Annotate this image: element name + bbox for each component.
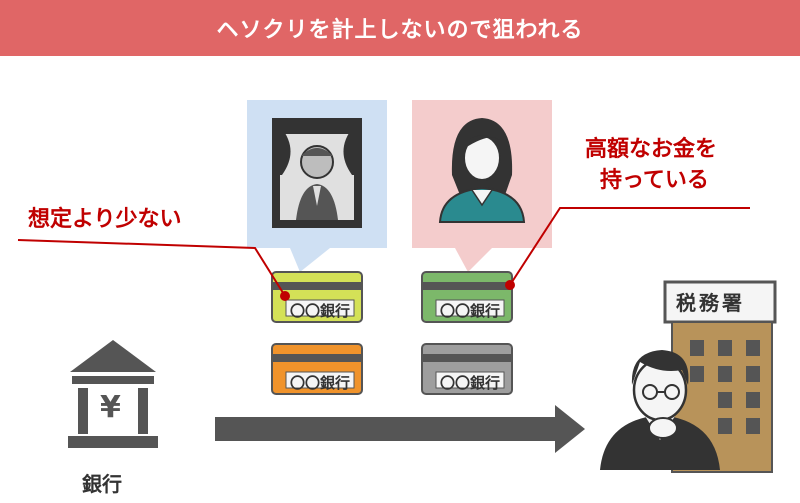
bank-card-orange xyxy=(271,343,363,395)
card-label-orange: 〇〇銀行 xyxy=(290,374,351,392)
callout-right-line1: 高額なお金を xyxy=(585,137,718,162)
title-banner: ヘソクリを計上しないので狙われる xyxy=(0,0,800,56)
deceased-portrait-icon xyxy=(272,118,362,228)
inspector-icon xyxy=(600,350,720,470)
bank-icon xyxy=(68,340,158,448)
arrow-right-icon xyxy=(215,405,585,453)
woman-icon xyxy=(438,118,526,223)
banner-title: ヘソクリを計上しないので狙われる xyxy=(216,18,584,43)
bank-card-gray xyxy=(421,343,513,395)
callout-line-left xyxy=(17,239,290,301)
card-label-yellow: 〇〇銀行 xyxy=(290,302,351,320)
tax-office-building-icon xyxy=(663,280,777,473)
card-label-gray: 〇〇銀行 xyxy=(440,374,501,392)
callout-line-right xyxy=(505,207,750,290)
bank-card-green xyxy=(421,271,513,323)
yen-icon: ¥ xyxy=(100,390,121,425)
callout-left: 想定より少ない xyxy=(28,207,182,232)
callout-right-line2: 持っている xyxy=(600,168,709,193)
tax-office-label: 税務署 xyxy=(676,291,745,315)
card-label-green: 〇〇銀行 xyxy=(440,302,501,320)
bank-card-yellow xyxy=(271,271,363,323)
bank-label: 銀行 xyxy=(82,472,122,496)
